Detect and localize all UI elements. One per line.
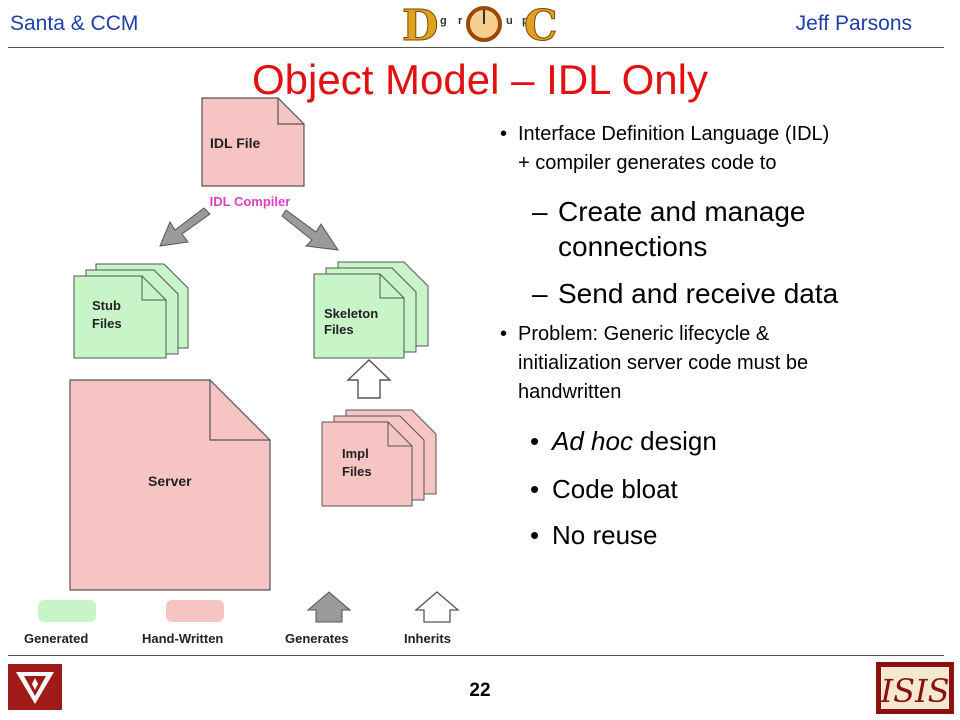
- sub-bullet-connections-line2: connections: [558, 231, 708, 262]
- legend-generated-label: Generated: [24, 631, 88, 646]
- legend: Generated Hand-Written Generates Inherit…: [24, 591, 460, 646]
- legend-handwritten-label: Hand-Written: [142, 631, 223, 646]
- header-right-text: Jeff Parsons: [795, 12, 912, 35]
- svg-text:g: g: [440, 15, 447, 27]
- bullet-problem-line2: initialization server code must be: [518, 352, 809, 374]
- svg-text:D: D: [402, 2, 438, 46]
- adhoc-italic: Ad hoc: [552, 426, 633, 456]
- object-model-diagram: IDL File IDL Compiler Stub Files Skeleto…: [24, 97, 460, 646]
- adhoc-rest: design: [632, 426, 717, 456]
- doc-group-logo: D g r u p C: [402, 2, 558, 46]
- legend-generates-arrow: [306, 591, 352, 623]
- bullet-problem-line1: Problem: Generic lifecycle &: [518, 323, 770, 345]
- legend-generates-label: Generates: [285, 631, 349, 646]
- legend-inherits-label: Inherits: [404, 631, 451, 646]
- sub-bullet-data-text: Send and receive data: [558, 278, 839, 309]
- svg-text:ISIS: ISIS: [879, 672, 949, 710]
- dash-marker: –: [532, 278, 548, 309]
- bullet-dot: •: [530, 520, 540, 550]
- legend-generated-swatch: [38, 600, 96, 622]
- bullet-problem-line3: handwritten: [518, 381, 622, 403]
- footer-rule: [8, 655, 944, 656]
- idl-file-doc: IDL File: [201, 97, 305, 187]
- skeleton-label-1: Skeleton: [324, 306, 378, 321]
- stub-files-stack: Stub Files: [73, 263, 189, 359]
- svg-text:p: p: [522, 15, 529, 27]
- header-left-text: Santa & CCM: [10, 12, 139, 35]
- isis-logo: ISIS: [876, 662, 954, 714]
- sub-bullet-bloat: • Code bloat: [530, 474, 678, 505]
- idl-compiler-label: IDL Compiler: [210, 194, 291, 209]
- legend-handwritten-swatch: [166, 600, 224, 622]
- stub-label-2: Files: [92, 316, 122, 331]
- skeleton-files-stack: Skeleton Files: [313, 261, 429, 359]
- sub-bullet-connections: – Create and manage connections: [532, 194, 942, 264]
- bullet-dot: •: [530, 474, 540, 504]
- stub-label-1: Stub: [92, 298, 121, 313]
- idl-file-label: IDL File: [210, 135, 261, 151]
- vanderbilt-logo: [8, 664, 62, 710]
- sub-bullet-adhoc: • Ad hoc design: [530, 426, 717, 457]
- bullet-idl: • Interface Definition Language (IDL) + …: [500, 120, 940, 178]
- server-label: Server: [148, 473, 192, 489]
- inherits-arrow: [346, 359, 392, 399]
- generate-arrow-right: [281, 209, 340, 251]
- svg-text:u: u: [506, 15, 513, 27]
- skeleton-label-2: Files: [324, 322, 354, 337]
- generate-arrow-left: [159, 207, 211, 247]
- slide-title: Object Model – IDL Only: [252, 56, 708, 103]
- header-rule: [8, 47, 944, 48]
- svg-text:r: r: [458, 15, 463, 27]
- bullet-dot: •: [500, 123, 508, 145]
- bullet-dot: •: [530, 426, 540, 456]
- svg-text:C: C: [524, 2, 557, 46]
- dash-marker: –: [532, 196, 548, 227]
- bullet-idl-line1: Interface Definition Language (IDL): [518, 123, 830, 145]
- impl-label-2: Files: [342, 464, 372, 479]
- no-reuse-text: No reuse: [552, 520, 658, 550]
- impl-files-stack: Impl Files: [321, 409, 437, 507]
- bullet-dot: •: [500, 323, 508, 345]
- sub-bullet-connections-line1: Create and manage: [558, 196, 806, 227]
- bullet-idl-line2: + compiler generates code to: [518, 152, 777, 174]
- page-number: 22: [469, 680, 491, 701]
- sub-bullet-reuse: • No reuse: [530, 520, 658, 551]
- sub-bullet-data: – Send and receive data: [532, 276, 942, 311]
- server-doc: Server: [69, 379, 271, 591]
- code-bloat-text: Code bloat: [552, 474, 678, 504]
- bullet-problem: • Problem: Generic lifecycle & initializ…: [500, 320, 940, 407]
- legend-inherits-arrow: [414, 591, 460, 623]
- impl-label-1: Impl: [342, 446, 369, 461]
